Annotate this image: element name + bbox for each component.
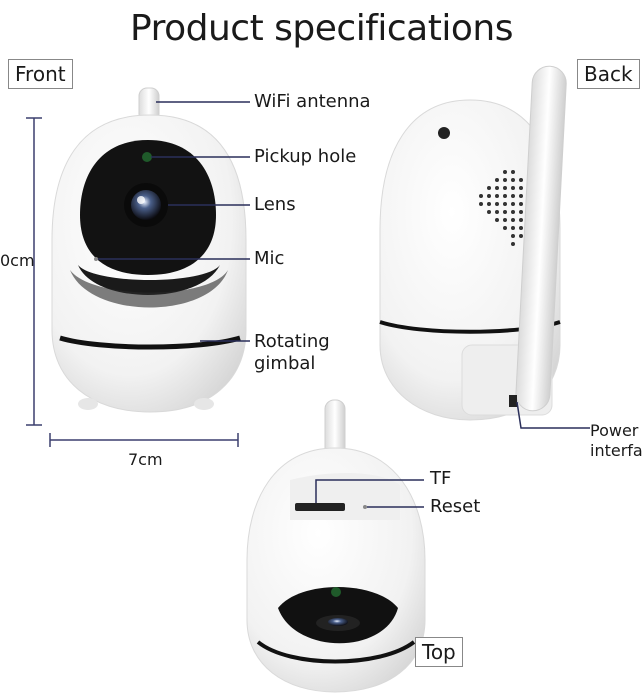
front-camera xyxy=(51,87,247,413)
width-dimension xyxy=(49,433,239,447)
page-title: Product specifications xyxy=(130,8,513,49)
power-interface-label-2: interfa xyxy=(590,441,643,460)
height-dimension-label: 0cm xyxy=(0,251,35,270)
top-camera xyxy=(246,399,426,693)
rotating-gimbal-label-1: Rotating xyxy=(254,331,330,352)
mic-label: Mic xyxy=(254,248,285,269)
front-pickup-hole xyxy=(142,152,152,162)
lens-label: Lens xyxy=(254,194,296,215)
top-tf-slot xyxy=(295,503,345,511)
top-reset-hole xyxy=(363,505,367,509)
back-leader-lines xyxy=(516,401,590,429)
tf-label: TF xyxy=(430,468,452,489)
front-leader-lines xyxy=(98,101,250,342)
back-power-port xyxy=(509,395,517,407)
power-interface-label-1: Power xyxy=(590,421,639,440)
back-speaker-grille xyxy=(479,170,523,246)
rotating-gimbal-label-2: gimbal xyxy=(254,353,316,374)
back-antenna xyxy=(515,65,567,412)
height-dimension xyxy=(26,117,42,426)
back-camera xyxy=(379,65,567,421)
front-mic xyxy=(94,257,98,261)
reset-label: Reset xyxy=(430,496,481,517)
top-view-label: Top xyxy=(415,637,463,667)
pickup-hole-label: Pickup hole xyxy=(254,146,357,167)
back-view-label: Back xyxy=(577,59,640,89)
width-dimension-label: 7cm xyxy=(128,450,163,469)
wifi-antenna-label: WiFi antenna xyxy=(254,91,371,112)
front-view-label: Front xyxy=(8,59,73,89)
top-leader-lines xyxy=(315,479,424,508)
